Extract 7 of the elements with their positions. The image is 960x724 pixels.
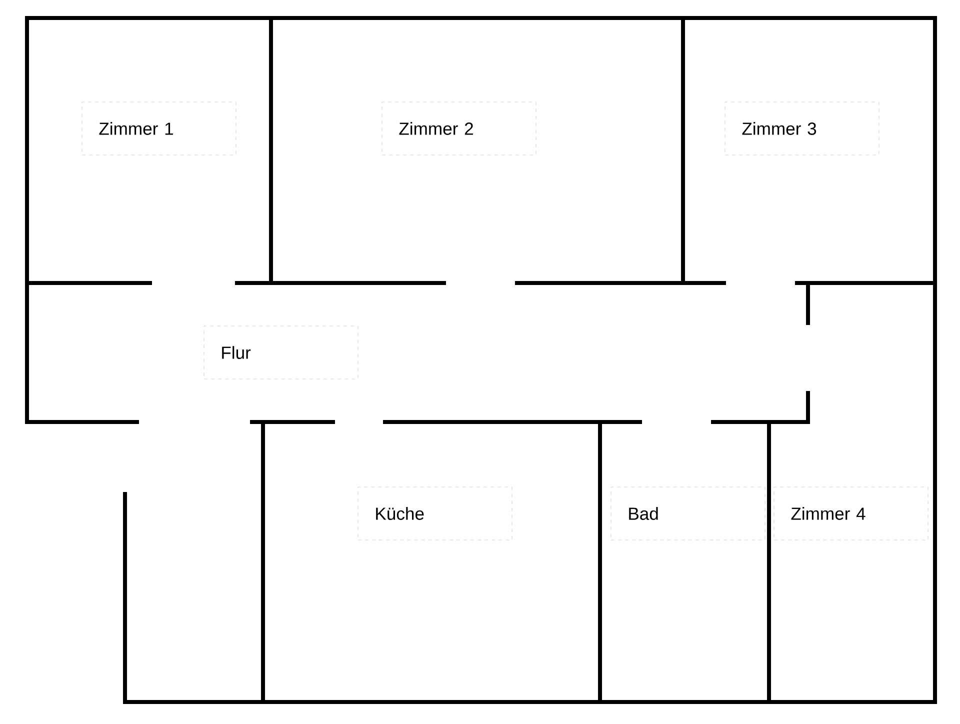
room-label: Flur [204, 326, 358, 380]
room-label: Küche [358, 486, 512, 540]
room-label: Zimmer 2 [382, 102, 536, 156]
room-label: Zimmer 4 [774, 486, 928, 540]
room-label: Bad [610, 486, 766, 540]
room-label: Zimmer 1 [82, 102, 236, 156]
room-label: Zimmer 3 [724, 102, 880, 156]
